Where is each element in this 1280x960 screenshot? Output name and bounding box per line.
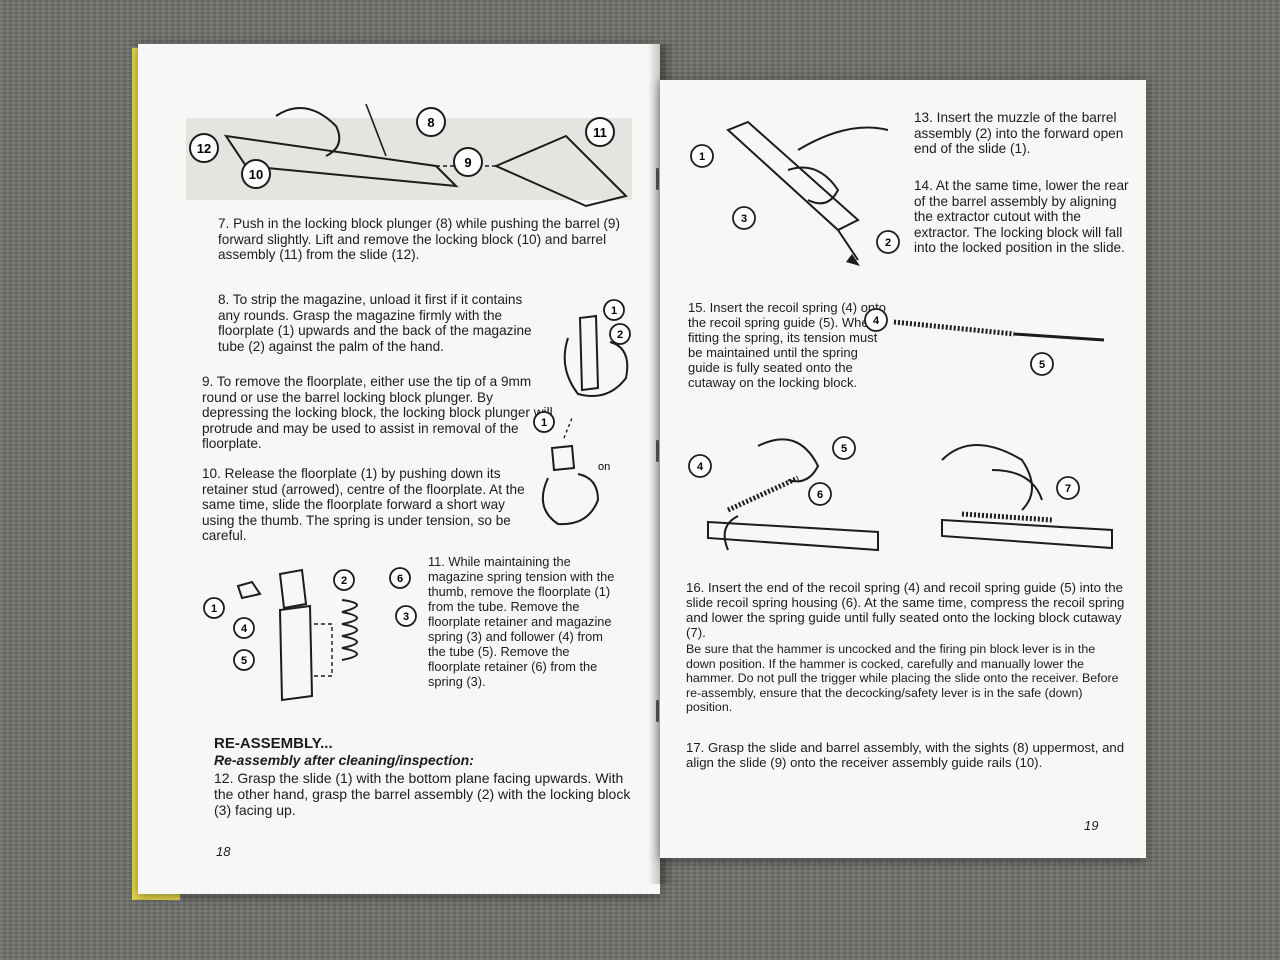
- fig7-callout-5-label: 5: [841, 443, 847, 455]
- step-12-text: 12. Grasp the slide (1) with the bottom …: [214, 770, 631, 818]
- fig4-callout-3: 3: [395, 605, 417, 627]
- callout-10: 10: [241, 159, 271, 189]
- step-16-text: 16. Insert the end of the recoil spring …: [686, 580, 1125, 640]
- callout-8-label: 8: [427, 115, 434, 130]
- left-page: 12 10 8 9 11 7. Push in the locking bloc…: [138, 44, 660, 894]
- callout-9-label: 9: [464, 155, 471, 170]
- callout-10-label: 10: [249, 167, 263, 182]
- fig5-callout-2-label: 2: [885, 237, 891, 249]
- spring-housing-illustration: 4 5 6: [688, 436, 879, 552]
- fig5-callout-1: 1: [690, 144, 714, 168]
- fig7-callout-4: 4: [688, 454, 712, 478]
- callout-9: 9: [453, 147, 483, 177]
- fig7-callout-6: 6: [808, 482, 832, 506]
- fig3-callout-1: 1: [533, 411, 555, 433]
- fig4-callout-6-label: 6: [397, 573, 403, 585]
- floorplate-push-illustration: 1 on: [533, 411, 610, 526]
- fig7-callout-4-label: 4: [697, 461, 704, 473]
- fig6-callout-5-label: 5: [1039, 359, 1045, 371]
- fig4-callout-5: 5: [233, 649, 255, 671]
- fig4-callout-3-label: 3: [403, 611, 409, 623]
- fig4-callout-4: 4: [233, 617, 255, 639]
- fig6-callout-4-label: 4: [873, 315, 880, 327]
- fig7-callout-6-label: 6: [817, 489, 823, 501]
- step-11-text: 11. While maintaining the magazine sprin…: [428, 554, 615, 689]
- staple-top: [656, 168, 659, 190]
- callout-11: 11: [585, 117, 615, 147]
- magazine-parts-illustration: 1 4 5 2 6 3: [203, 567, 417, 702]
- fig4-callout-2: 2: [333, 569, 355, 591]
- step-15-text: 15. Insert the recoil spring (4) onto th…: [688, 300, 886, 390]
- fig4-callout-2-label: 2: [341, 575, 347, 587]
- fig6-callout-5: 5: [1030, 352, 1054, 376]
- barrel-insertion-illustration: 1 3 2: [690, 120, 900, 266]
- reassembly-subheading: Re-assembly after cleaning/inspection:: [214, 752, 474, 768]
- staple-middle: [656, 440, 659, 462]
- step-9-text: 9. To remove the floorplate, either use …: [202, 374, 553, 451]
- step-14-text: 14. At the same time, lower the rear of …: [914, 178, 1129, 255]
- fig5-callout-3: 3: [732, 206, 756, 230]
- fig3-callout-1-label: 1: [541, 417, 547, 429]
- fig5-callout-3-label: 3: [741, 213, 747, 225]
- fig7-callout-5: 5: [832, 436, 856, 460]
- step-10-text: 10. Release the floorplate (1) by pushin…: [202, 466, 525, 543]
- fig4-callout-5-label: 5: [241, 655, 247, 667]
- fig4-callout-6: 6: [389, 567, 411, 589]
- step-13-text: 13. Insert the muzzle of the barrel asse…: [914, 110, 1124, 156]
- fig2-callout-2-label: 2: [617, 329, 623, 341]
- right-page-number: 19: [1084, 818, 1099, 833]
- callout-11-label: 11: [593, 125, 607, 140]
- caution-text: Be sure that the hammer is uncocked and …: [686, 642, 1119, 714]
- fig6-callout-4: 4: [864, 308, 888, 332]
- callout-12-label: 12: [197, 141, 211, 156]
- fig2-callout-1: 1: [603, 299, 625, 321]
- fig3-label-on: on: [598, 461, 610, 473]
- fig5-callout-1-label: 1: [699, 151, 705, 163]
- staple-bottom: [656, 700, 659, 722]
- fig2-callout-1-label: 1: [611, 305, 617, 317]
- callout-8: 8: [416, 107, 446, 137]
- step-17-text: 17. Grasp the slide and barrel assembly,…: [686, 740, 1125, 770]
- locking-block-cutaway-illustration: 7: [941, 444, 1113, 550]
- left-page-number: 18: [216, 844, 231, 859]
- step-7-text: 7. Push in the locking block plunger (8)…: [218, 216, 620, 262]
- fig8-callout-7-label: 7: [1065, 483, 1071, 495]
- recoil-spring-illustration: 4 5: [864, 308, 1105, 376]
- fig2-callout-2: 2: [609, 323, 631, 345]
- fig5-callout-2: 2: [876, 230, 900, 254]
- callout-12: 12: [189, 133, 219, 163]
- locking-block-removal-illustration: 12 10 8 9 11: [186, 103, 632, 208]
- fig8-callout-7: 7: [1056, 476, 1080, 500]
- fig4-callout-1: 1: [203, 597, 225, 619]
- reassembly-heading: RE-ASSEMBLY...: [214, 735, 333, 752]
- fig4-callout-4-label: 4: [241, 623, 248, 635]
- fig4-callout-1-label: 1: [211, 603, 217, 615]
- step-8-text: 8. To strip the magazine, unload it firs…: [218, 292, 532, 354]
- right-page: 1 3 2 13. Insert the muzzle of the barre…: [660, 80, 1146, 858]
- magazine-grasp-illustration: 1 2: [563, 299, 631, 397]
